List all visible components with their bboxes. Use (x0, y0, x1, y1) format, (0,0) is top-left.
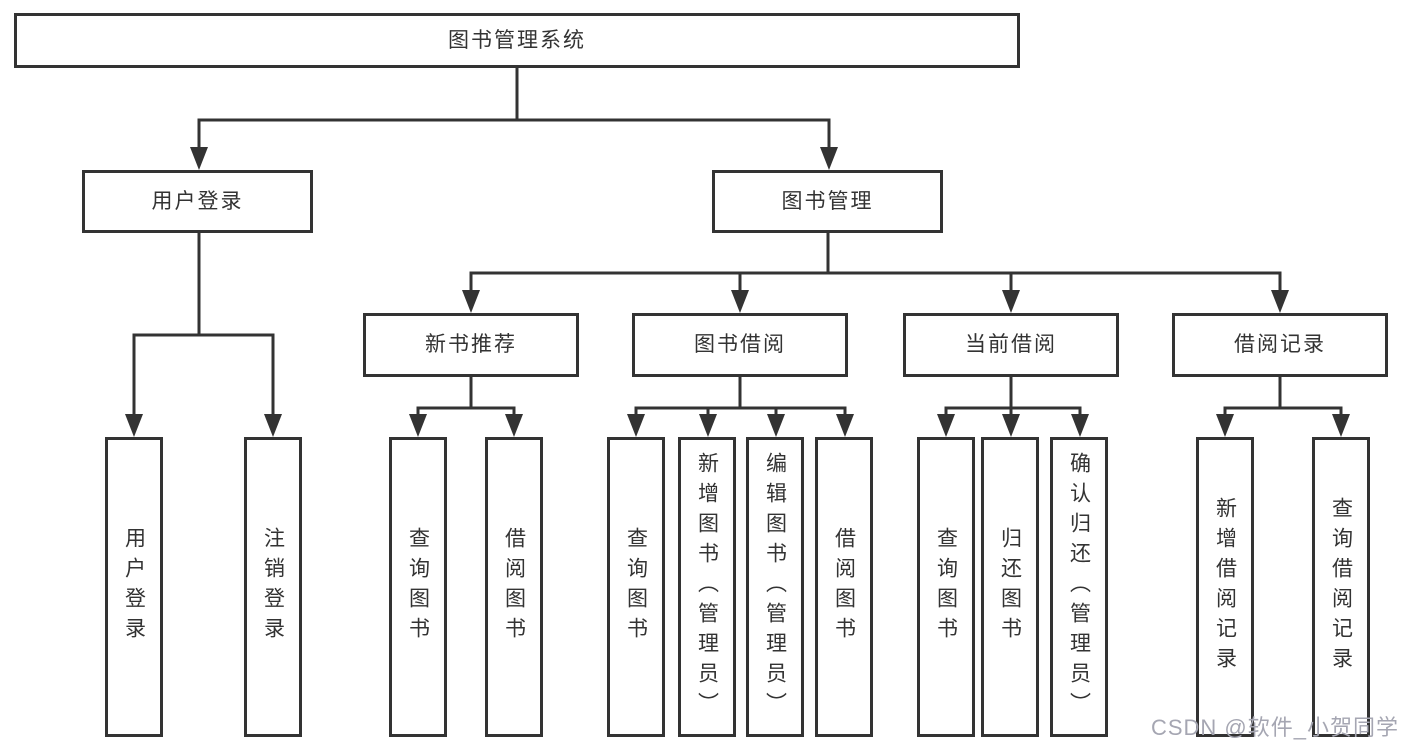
node-label: 查询图书 (934, 527, 958, 647)
node-label: 确认归还（管理员） (1067, 452, 1091, 722)
node-label: 新增图书（管理员） (695, 452, 719, 722)
node-label: 编辑图书（管理员） (763, 452, 787, 722)
leaf-query-borrow-record: 查询借阅记录 (1312, 437, 1370, 737)
leaf-add-borrow-record: 新增借阅记录 (1196, 437, 1254, 737)
leaf-query-books-recommendation: 查询图书 (389, 437, 447, 737)
node-label: 用户登录 (151, 189, 244, 213)
csdn-watermark: CSDN @软件_小贺同学 (1150, 715, 1399, 740)
node-label: 图书管理 (781, 189, 874, 213)
node-label: 归还图书 (998, 527, 1022, 647)
leaf-query-books-borrowing: 查询图书 (607, 437, 665, 737)
node-label: 图书借阅 (694, 333, 786, 357)
node-label: 借阅图书 (502, 527, 526, 647)
node-label: 用户登录 (122, 527, 146, 647)
leaf-return-book: 归还图书 (981, 437, 1039, 737)
leaf-borrow-books-recommendation: 借阅图书 (485, 437, 543, 737)
node-label: 图书管理系统 (448, 28, 586, 52)
leaf-borrow-books-borrowing: 借阅图书 (815, 437, 873, 737)
leaf-user-login: 用户登录 (105, 437, 163, 737)
node-user-login-branch: 用户登录 (82, 170, 313, 233)
leaf-query-books-current: 查询图书 (917, 437, 975, 737)
leaf-add-book-admin: 新增图书（管理员） (678, 437, 736, 737)
node-book-management-branch: 图书管理 (712, 170, 943, 233)
node-label: 查询借阅记录 (1329, 497, 1353, 677)
node-label: 查询图书 (406, 527, 430, 647)
node-new-book-recommendation: 新书推荐 (363, 313, 579, 377)
node-root-library-system: 图书管理系统 (14, 13, 1020, 68)
node-label: 借阅图书 (832, 527, 856, 647)
node-label: 当前借阅 (965, 333, 1057, 357)
leaf-confirm-return-admin: 确认归还（管理员） (1050, 437, 1108, 737)
node-label: 借阅记录 (1234, 333, 1326, 357)
leaf-edit-book-admin: 编辑图书（管理员） (746, 437, 804, 737)
node-label: 注销登录 (261, 527, 285, 647)
node-book-borrowing: 图书借阅 (632, 313, 848, 377)
node-borrowing-records: 借阅记录 (1172, 313, 1388, 377)
leaf-logout: 注销登录 (244, 437, 302, 737)
node-current-borrowing: 当前借阅 (903, 313, 1119, 377)
node-label: 新书推荐 (425, 333, 517, 357)
node-label: 新增借阅记录 (1213, 497, 1237, 677)
node-label: 查询图书 (624, 527, 648, 647)
